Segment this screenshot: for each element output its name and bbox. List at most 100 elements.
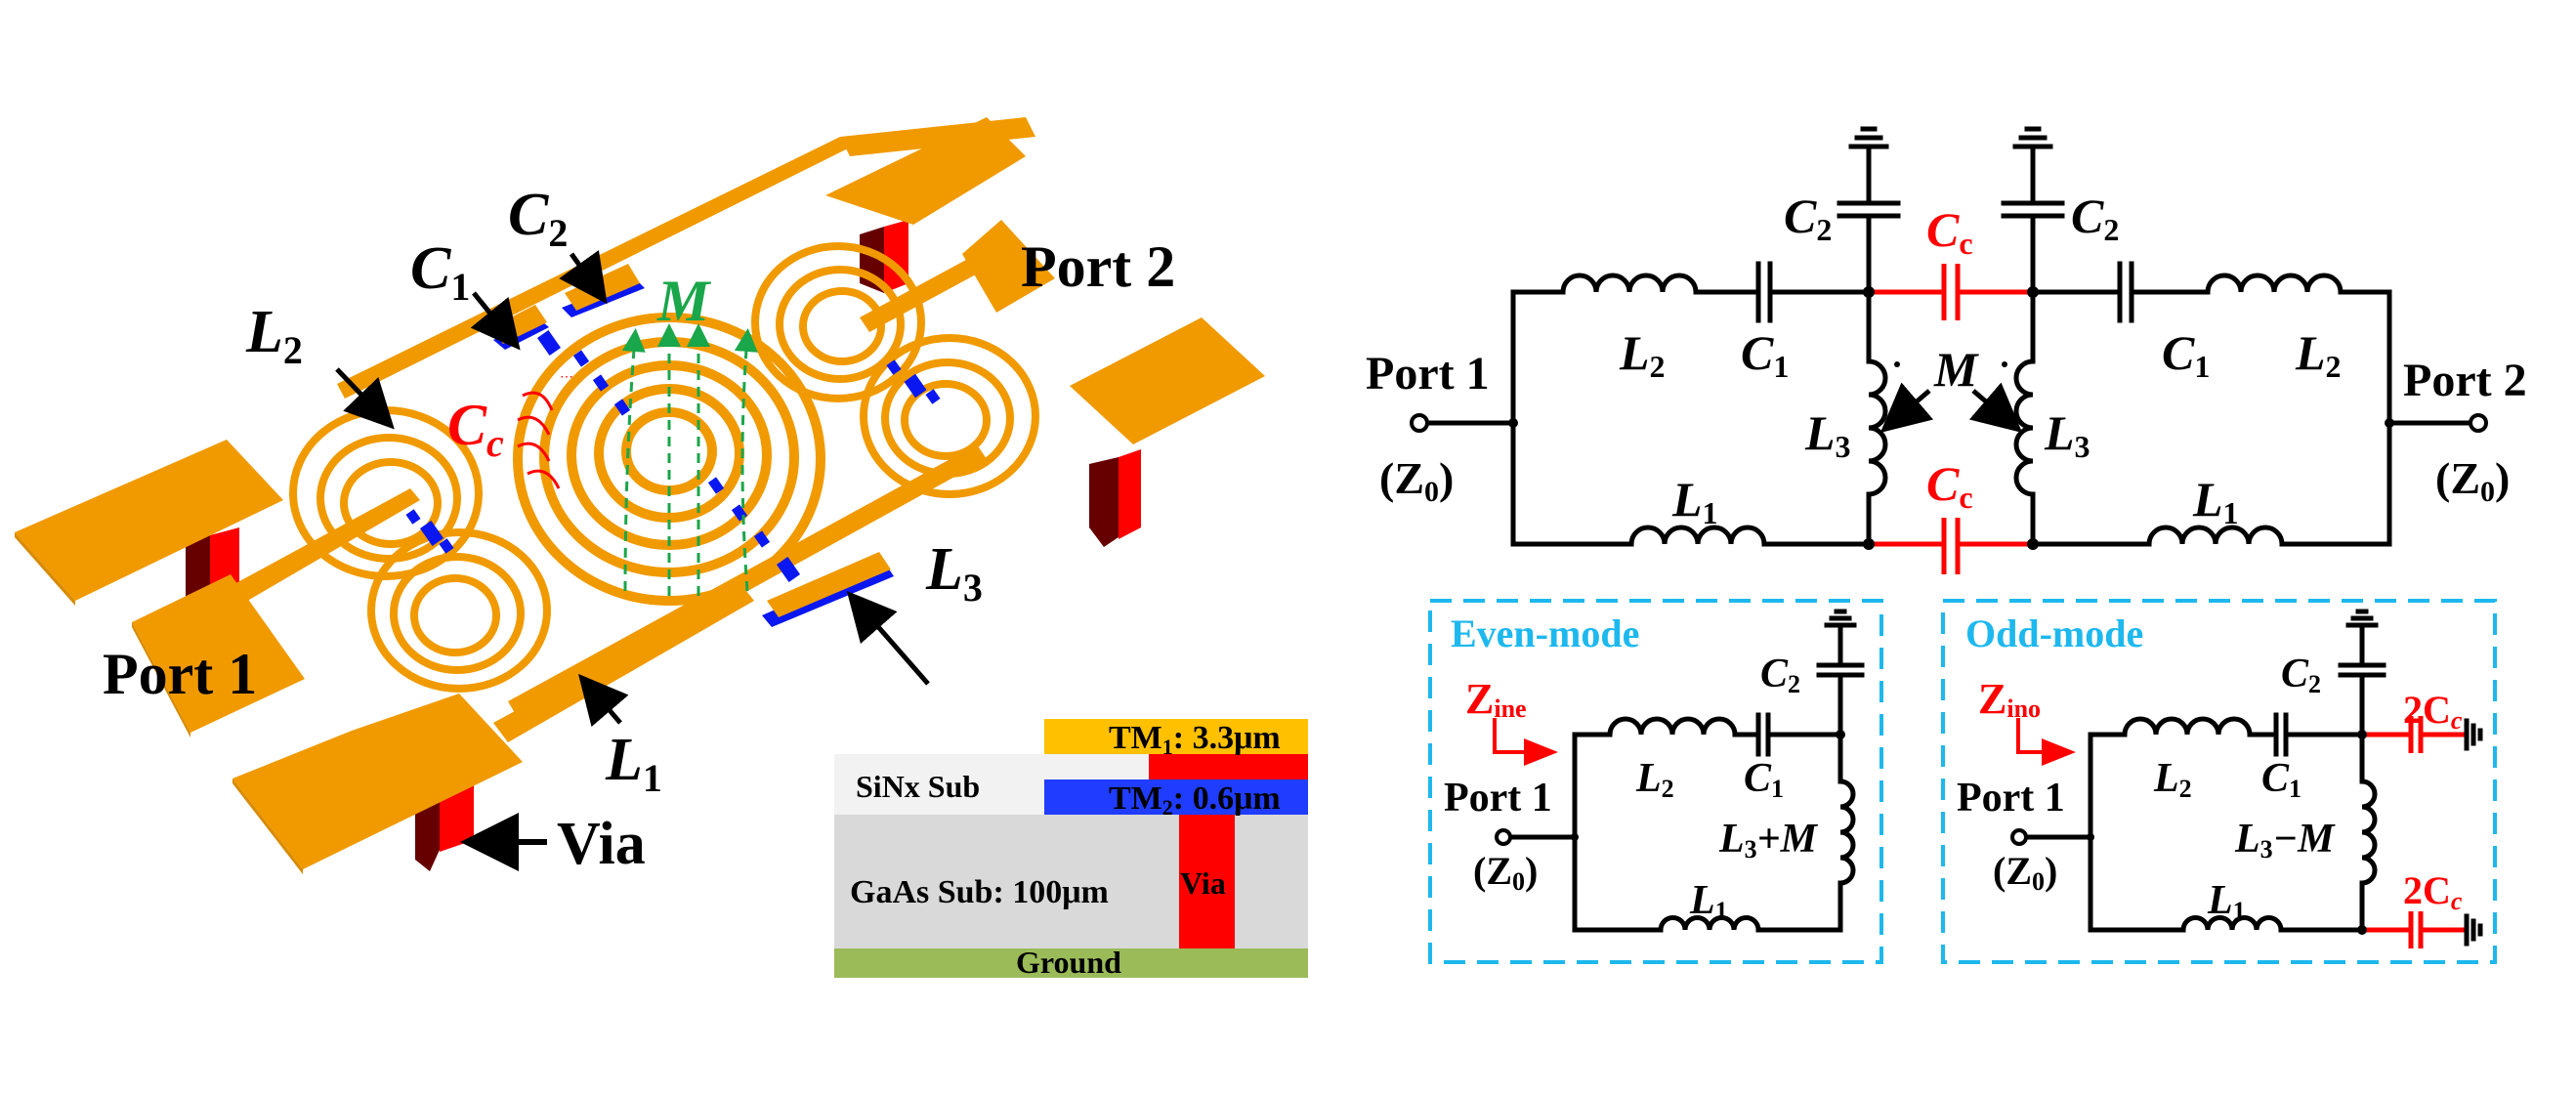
odd-c2-label: C2: [2281, 652, 2321, 698]
inductor-l2-right: [2205, 273, 2344, 293]
fc-port2-label: Port 2: [2403, 355, 2527, 406]
odd-2cc-top-label: 2Cc: [2403, 688, 2463, 735]
ground-layer: [834, 948, 1308, 978]
even-l2: [1607, 716, 1738, 736]
port2-terminal: [2469, 413, 2488, 433]
even-l1-label: L1: [1689, 878, 1728, 925]
label-via: Via: [557, 811, 646, 877]
odd-ground-bottom: [2464, 913, 2483, 947]
label-port1: Port 1: [103, 642, 257, 706]
layout-3d: ⋯ L2 C1 C2 Cc M Port 2 Port 1 L3 L1 Via: [15, 117, 1265, 877]
odd-port-label: Port 1: [1957, 776, 2065, 821]
odd-l3m: [2361, 779, 2378, 886]
fc-cc-bottom: Cc: [1926, 456, 1973, 515]
fc-z0-left: (Z0): [1379, 453, 1454, 508]
fc-z0-right: (Z0): [2435, 453, 2510, 508]
c2-pointer: [559, 250, 608, 305]
stackup-cross-section: TM1: 3.3μm TM2: 0.6μm SiNx Sub GaAs Sub:…: [834, 719, 1308, 980]
odd-l2: [2122, 716, 2253, 736]
odd-l2-label: L2: [2153, 756, 2192, 803]
fc-l3-right: L3: [2044, 405, 2090, 464]
even-mode-title: Even-mode: [1451, 611, 1639, 655]
label-port2: Port 2: [1021, 234, 1175, 299]
ground-symbol-left: [1848, 126, 1889, 149]
even-l2-label: L2: [1635, 756, 1674, 803]
label-cc: Cc: [447, 393, 504, 465]
label-l3: L3: [925, 536, 983, 610]
label-m: M: [656, 269, 712, 333]
spiral-l1-left: [367, 528, 551, 693]
port2-pad: [860, 220, 1055, 332]
cc-coupling-arcs: ⋯: [517, 370, 573, 489]
odd-2cc-bottom-label: 2Cc: [2403, 868, 2463, 915]
ground-symbol-right: [2012, 126, 2053, 149]
even-mode-box: Even-mode Zine Port 1 (Z0) L2 C1 C2 L3+M…: [1428, 599, 1883, 964]
odd-l1: [2180, 915, 2284, 931]
even-l3m-label: L3+M: [1718, 817, 1819, 863]
ground-pad-right: [1070, 317, 1265, 547]
tm1-label: TM1: 3.3μm: [1109, 720, 1281, 759]
odd-zin-arrow: [2042, 738, 2076, 766]
spiral-l1-right: [860, 334, 1039, 498]
c1-pointer: [470, 291, 521, 351]
inductor-l3-right: [2013, 358, 2034, 497]
even-l1: [1658, 915, 1761, 931]
mutual-flux-arrows: [621, 323, 758, 596]
tm2-layer: [1044, 779, 1308, 815]
fc-port1-label: Port 1: [1366, 348, 1490, 400]
even-c1-label: C1: [1744, 756, 1784, 803]
odd-l3m-label: L3−M: [2234, 817, 2336, 863]
odd-l1-label: L1: [2207, 878, 2246, 925]
fc-l2-right: L2: [2295, 325, 2342, 384]
even-zin-arrow: [1524, 738, 1558, 766]
odd-2cc-bottom: [2362, 911, 2467, 948]
m-arrow-right: [1968, 382, 2023, 434]
capacitor-cc-top: [1869, 264, 2033, 320]
label-c1: C1: [410, 235, 470, 309]
via-label: Via: [1180, 865, 1226, 901]
m-arrow-left: [1879, 382, 1934, 434]
inductor-l1-left: [1628, 525, 1767, 545]
odd-zin-label: Zino: [1978, 675, 2041, 723]
fc-c1-right: C1: [2162, 325, 2210, 384]
fc-m-label: M: [1933, 342, 1979, 397]
fc-c2-right: C2: [2071, 189, 2119, 247]
bridge-segments: [405, 329, 941, 583]
capacitor-cc-bottom: [1869, 518, 2033, 574]
cc-dots: ⋯: [560, 370, 573, 385]
label-l1: L1: [605, 727, 662, 800]
ground-pad-bottom: [232, 586, 754, 874]
port1-terminal: [1410, 413, 1429, 433]
gaas-label: GaAs Sub: 100μm: [850, 874, 1109, 910]
odd-z0-label: (Z0): [1993, 849, 2057, 896]
even-z0-label: (Z0): [1473, 849, 1538, 896]
fc-l1-right: L1: [2192, 472, 2239, 530]
inductor-l3-left: [1868, 358, 1888, 497]
odd-ground-top: [2464, 718, 2483, 751]
via-top: [1149, 754, 1308, 779]
odd-mode-title: Odd-mode: [1965, 611, 2143, 655]
odd-mode-box: Odd-mode Zino Port 1 (Z0) L2 C1 C2 2Cc L…: [1941, 599, 2497, 964]
fc-cc-top: Cc: [1926, 202, 1973, 261]
capacitor-c2-bottom: [762, 552, 894, 627]
even-port-label: Port 1: [1444, 776, 1552, 821]
fc-l3-left: L3: [1804, 405, 1851, 464]
inductor-l1-right: [2146, 525, 2285, 545]
ground-label: Ground: [1016, 945, 1121, 980]
fc-c1-left: C1: [1741, 325, 1789, 384]
port1-pad: [132, 488, 420, 737]
sinx-label: SiNx Sub: [856, 769, 980, 804]
odd-c1-label: C1: [2261, 756, 2302, 803]
l3-pointer: [846, 590, 930, 686]
tm2-label: TM2: 0.6μm: [1109, 780, 1281, 820]
fc-c2-left: C2: [1784, 189, 1832, 247]
even-c2-label: C2: [1760, 652, 1800, 698]
tm1-layer: [1044, 719, 1308, 754]
l2-pointer: [335, 367, 395, 430]
inductor-l2-left: [1560, 273, 1699, 293]
via-column: [1179, 815, 1235, 948]
even-l3m: [1839, 779, 1856, 886]
label-l2: L2: [245, 299, 303, 372]
even-zin-label: Zine: [1465, 675, 1527, 723]
